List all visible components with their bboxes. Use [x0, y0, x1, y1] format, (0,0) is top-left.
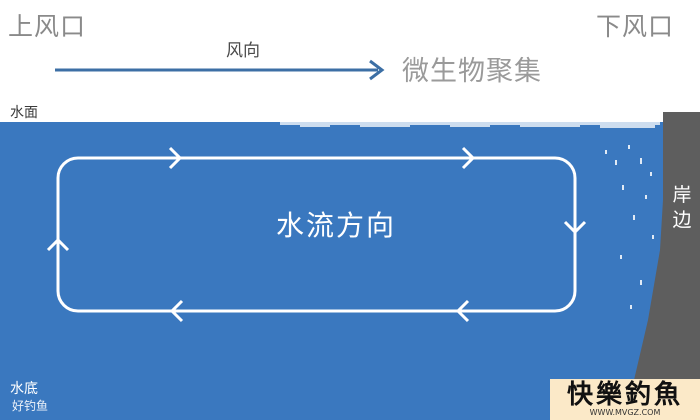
- watermark-text: 好钓鱼: [12, 399, 49, 413]
- logo-title: 快樂釣魚: [566, 380, 683, 410]
- shore-bank: [622, 112, 700, 420]
- site-logo: 快樂釣魚 WWW.MVGZ.COM: [550, 379, 700, 420]
- downwind-label: 下风口: [596, 12, 675, 41]
- microbe-gathering-label: 微生物聚集: [402, 56, 542, 87]
- wind-direction-label: 风向: [226, 41, 260, 61]
- current-loop: [56, 156, 577, 313]
- water-body: [0, 122, 665, 420]
- current-direction-label: 水流方向: [276, 209, 397, 242]
- water-surface-label: 水面: [10, 105, 38, 121]
- current-arrowheads: [46, 146, 587, 323]
- shore-label: 岸边: [672, 184, 692, 231]
- upwind-label: 上风口: [8, 12, 87, 41]
- surface-foam: [280, 122, 660, 128]
- shore-spray: [605, 145, 654, 309]
- logo-url: WWW.MVGZ.COM: [589, 408, 661, 417]
- water-bottom-label: 水底: [10, 381, 38, 397]
- wind-arrow: [55, 59, 385, 81]
